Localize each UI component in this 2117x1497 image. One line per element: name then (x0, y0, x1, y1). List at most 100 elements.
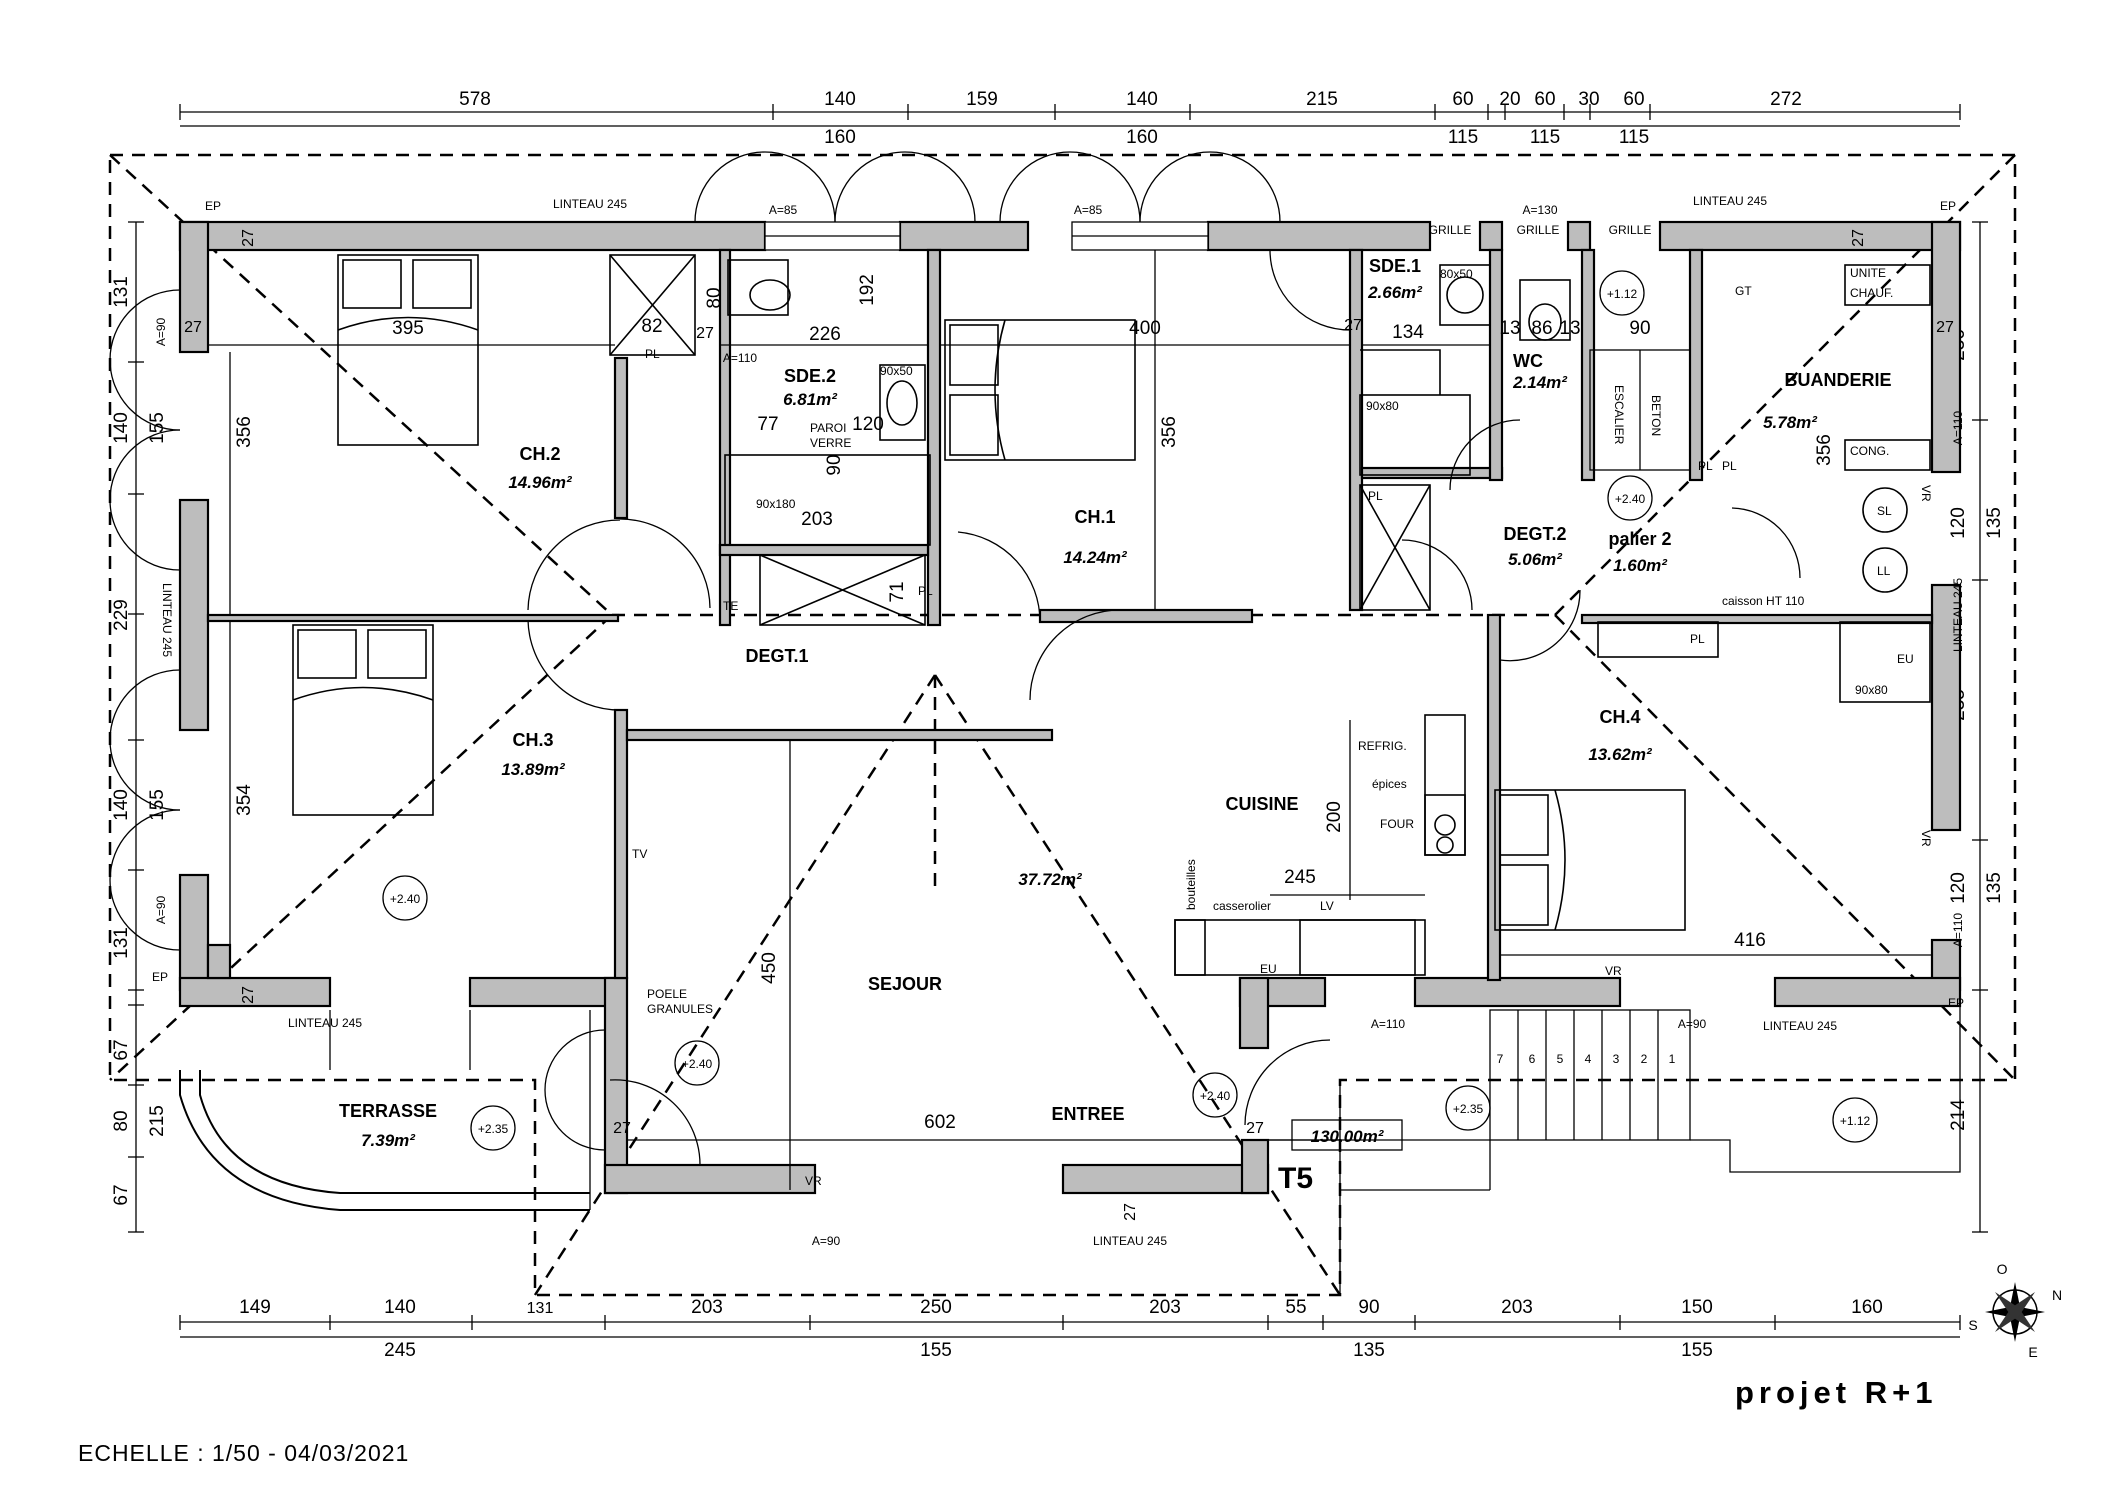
dimension-lines-bottom: 149 140 131 203 250 203 55 90 203 150 16… (179, 1297, 1961, 1361)
note-sl: SL (1877, 504, 1892, 518)
dim-sde2-80: 80 (704, 287, 725, 308)
note-a90-left-1: A=90 (154, 317, 168, 346)
window-swings-left (109, 289, 181, 951)
dim-bottom-9: 203 (1501, 1297, 1533, 1318)
dim-right-6: 135 (1984, 872, 2005, 904)
dim-wc-13a: 13 (1499, 318, 1520, 339)
note-refrig: REFRIG. (1358, 739, 1407, 753)
dim-bottom-inner-4: 155 (1681, 1340, 1713, 1361)
dim-top-inner-3: 115 (1448, 127, 1478, 148)
dim-right-3: 120 (1948, 507, 1969, 539)
interior-walls (206, 248, 1934, 982)
dim-ch4-416: 416 (1734, 930, 1766, 951)
dim-top-inner-1: 160 (824, 127, 856, 148)
note-a130: A=130 (1522, 203, 1557, 217)
note-a110-2: A=110 (1371, 1017, 1405, 1031)
note-epices: épices (1372, 777, 1407, 791)
unit-summary: 130.00m² T5 (1278, 1119, 1403, 1195)
sejour-lines (627, 740, 1341, 1295)
dim-wc-13b: 13 (1559, 318, 1580, 339)
dim-wall-27-d: 27 (1936, 319, 1954, 336)
room-ch4-name: CH.4 (1599, 707, 1640, 727)
note-vr-1: VR (805, 1174, 822, 1188)
note-linteau-left: LINTEAU 245 (160, 583, 174, 657)
dim-bottom-2: 140 (384, 1297, 416, 1318)
dim-bottom-10: 150 (1681, 1297, 1713, 1318)
dim-sejour-602: 602 (924, 1112, 956, 1133)
interior-dimensions: 395 356 226 192 80 82 77 120 203 90 71 4… (184, 229, 1954, 1221)
stair-step-1: 1 (1669, 1052, 1676, 1066)
exterior-stairs (1268, 1006, 1961, 1191)
dim-wall-27-g: 27 (1246, 1120, 1264, 1137)
note-vr-4: VR (1919, 830, 1933, 847)
note-tv: TV (632, 847, 647, 861)
dim-wall-27-b: 27 (184, 319, 202, 336)
stair-step-6: 6 (1529, 1052, 1536, 1066)
dim-bottom-5: 250 (920, 1297, 952, 1318)
exterior-walls (178, 220, 1962, 1195)
dim-left-10: 215 (147, 1105, 168, 1137)
compass-letter-n: N (2052, 1287, 2062, 1303)
dim-top-2: 140 (824, 89, 856, 110)
room-buanderie-area: 5.78m² (1763, 413, 1818, 432)
dim-bottom-inner-1: 245 (384, 1340, 416, 1361)
dim-top-4: 140 (1126, 89, 1158, 110)
dim-bottom-7: 55 (1285, 1297, 1306, 1318)
dimension-lines-right: 236 135 120 235 120 135 214 (1948, 221, 2005, 1233)
room-wc-area: 2.14m² (1512, 373, 1568, 392)
room-ch3-area: 13.89m² (501, 760, 566, 779)
dim-sde2-203: 203 (801, 509, 833, 530)
dim-ch1-height: 356 (1159, 416, 1180, 448)
dim-sde2-77: 77 (757, 414, 778, 435)
note-a85-1: A=85 (769, 203, 798, 217)
scale-label: ECHELLE : 1/50 - 04/03/2021 (78, 1440, 410, 1466)
note-a110-right-1: A=110 (1951, 411, 1965, 445)
room-entree-name: ENTREE (1051, 1104, 1124, 1124)
project-title: projet R+1 (1735, 1375, 1938, 1410)
door-swings (527, 249, 1801, 1166)
dim-cuisine-200: 200 (1324, 801, 1345, 833)
dim-top-10: 60 (1623, 89, 1644, 110)
note-escalier: ESCALIER (1612, 385, 1626, 445)
room-wc-name: WC (1513, 351, 1543, 371)
dim-top-5: 215 (1306, 89, 1338, 110)
dim-wall-27-c: 27 (240, 986, 257, 1004)
note-four: FOUR (1380, 817, 1414, 831)
window-swings-top (694, 151, 1281, 251)
note-linteau-bottom-left: LINTEAU 245 (288, 1016, 362, 1030)
level-markers (382, 270, 1878, 1151)
room-ch1-name: CH.1 (1074, 507, 1115, 527)
dim-ch3-354: 354 (234, 784, 255, 816)
room-labels: CH.2 14.96m² SDE.2 6.81m² CH.1 14.24m² S… (339, 256, 1892, 1150)
dim-top-inner-5: 115 (1619, 127, 1649, 148)
compass-letter-o: O (1997, 1261, 2008, 1277)
note-ll: LL (1877, 564, 1891, 578)
room-cuisine-name: CUISINE (1225, 794, 1298, 814)
dim-stair-90: 90 (1629, 318, 1650, 339)
compass-icon: O N S E (1968, 1261, 2062, 1360)
note-poele-2: GRANULES (647, 1002, 713, 1016)
note-pl-6: PL (1722, 459, 1737, 473)
dim-left-5: 140 (111, 789, 132, 821)
note-poele-1: POELE (647, 987, 687, 1001)
dim-bottom-11: 160 (1851, 1297, 1883, 1318)
dim-sde2-120: 120 (852, 414, 884, 435)
note-cong: CONG. (1850, 444, 1889, 458)
dim-bottom-4: 203 (691, 1297, 723, 1318)
dim-left-8: 67 (111, 1039, 132, 1060)
note-ep-2: EP (1940, 199, 1956, 213)
bed-ch2 (337, 254, 479, 446)
bathroom-fixtures (609, 254, 1931, 703)
note-a85-2: A=85 (1074, 203, 1103, 217)
stair-step-5: 5 (1557, 1052, 1564, 1066)
dim-bottom-1: 149 (239, 1297, 271, 1318)
dim-cuisine-245: 245 (1284, 867, 1316, 888)
note-beton: BETON (1649, 395, 1663, 436)
room-sejour-name: SEJOUR (868, 974, 942, 994)
dim-top-11: 272 (1770, 89, 1802, 110)
dim-sde2-226: 226 (809, 324, 841, 345)
room-degt2-name: DEGT.2 (1503, 524, 1566, 544)
dim-wc-86: 86 (1531, 318, 1552, 339)
note-a90-2: A=90 (812, 1234, 841, 1248)
